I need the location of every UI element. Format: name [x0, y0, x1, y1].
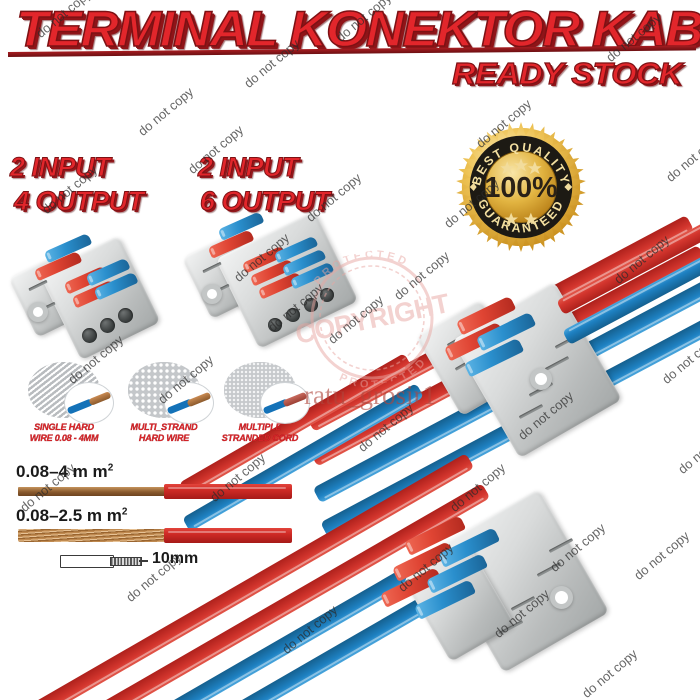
connector-large-lower	[379, 489, 650, 690]
strip-length-value: 10mm	[152, 550, 199, 567]
magnifier-icon	[164, 382, 214, 424]
wire-type-item: SINGLE HARD WIRE 0.08 - 4MM	[16, 362, 114, 444]
magnifier-icon	[64, 382, 114, 424]
multiple-stranded-cord-icon	[224, 362, 310, 424]
single-hard-wire-icon	[28, 362, 114, 424]
strip-length-icon	[60, 554, 148, 568]
spec-row: 0.08–2.5 m m2	[14, 506, 304, 550]
solid-wire-diagram	[18, 484, 292, 499]
variant-label-4-output: 2 INPUT 4 OUTPUT	[10, 150, 145, 218]
badge-center-text: 100%	[484, 172, 557, 204]
variant-output-line: 6 OUTPUT	[200, 186, 331, 217]
wire-type-item: MULTIPLE STRANDED CORD	[212, 362, 310, 444]
wire-type-legend: SINGLE HARD WIRE 0.08 - 4MM MULTI_STRAND…	[12, 362, 312, 462]
copyright-stamp: PROTECTED PROTECTED COPYRIGHT	[274, 236, 470, 401]
title-block: TERMINAL KONEKTOR KABEL READY STOCK	[0, 0, 700, 100]
connector-large-upper	[415, 281, 642, 460]
magnifier-icon	[260, 382, 310, 424]
spec-row: 0.08–4 m m2	[14, 462, 304, 506]
variant-input-line: 2 INPUT	[10, 152, 112, 183]
connector-small-4-output	[8, 232, 164, 366]
best-quality-badge: BEST QUALITY GUARANTEED 100%	[452, 118, 590, 256]
strip-length-row: 10mm	[60, 550, 260, 572]
wire-type-item: MULTI_STRAND HARD WIRE	[116, 362, 214, 444]
wire-type-label: MULTIPLE STRANDED CORD	[221, 422, 299, 443]
wire-type-label: SINGLE HARD WIRE 0.08 - 4MM	[29, 422, 99, 443]
spec-label: 0.08–2.5 m m2	[16, 506, 128, 525]
variant-input-line: 2 INPUT	[198, 152, 300, 183]
multi-strand-hard-wire-icon	[128, 362, 214, 424]
spec-label: 0.08–4 m m2	[16, 462, 114, 481]
variant-output-line: 4 OUTPUT	[14, 186, 145, 217]
stranded-wire-diagram	[18, 528, 292, 543]
variant-label-6-output: 2 INPUT 6 OUTPUT	[198, 150, 331, 218]
subtitle: READY STOCK	[451, 55, 683, 91]
wire-type-label: MULTI_STRAND HARD WIRE	[130, 422, 198, 443]
wire-gauge-specs: 0.08–4 m m2 0.08–2.5 m m2	[14, 462, 304, 550]
